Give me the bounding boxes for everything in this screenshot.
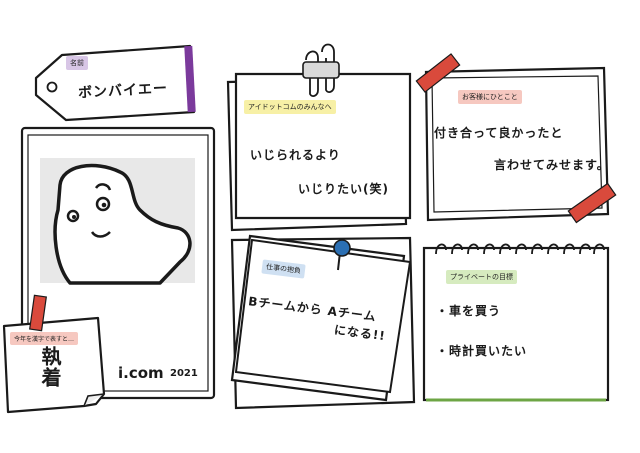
resolution-note bbox=[230, 234, 416, 410]
team-note bbox=[226, 43, 412, 232]
private-label: プライベートの目標 bbox=[446, 270, 517, 284]
customer-line2: 言わせてみせます。 bbox=[494, 158, 610, 172]
customer-label: お客様にひとこと bbox=[458, 90, 522, 104]
team-label: アイドットコムのみんなへ bbox=[244, 100, 336, 114]
kanji-label: 今年を漢字で表すと… bbox=[10, 332, 79, 345]
customer-note bbox=[415, 53, 617, 224]
private-item1: ・車を買う bbox=[436, 304, 502, 318]
doodle-character bbox=[53, 163, 192, 285]
paper-clip bbox=[302, 61, 340, 79]
kanji-value: 執着 bbox=[38, 346, 62, 388]
team-line1: いじられるより bbox=[250, 148, 341, 162]
pin-icon bbox=[333, 239, 351, 257]
private-notebook bbox=[422, 243, 610, 402]
team-line2: いじりたい(笑) bbox=[298, 182, 389, 196]
year-label: 2021 bbox=[170, 368, 198, 379]
customer-line1: 付き合って良かったと bbox=[434, 126, 564, 140]
red-tape bbox=[29, 294, 47, 332]
name-label: 名前 bbox=[66, 56, 88, 70]
private-item2: ・時計買いたい bbox=[436, 344, 528, 358]
brand-logo: i.com bbox=[118, 364, 164, 382]
